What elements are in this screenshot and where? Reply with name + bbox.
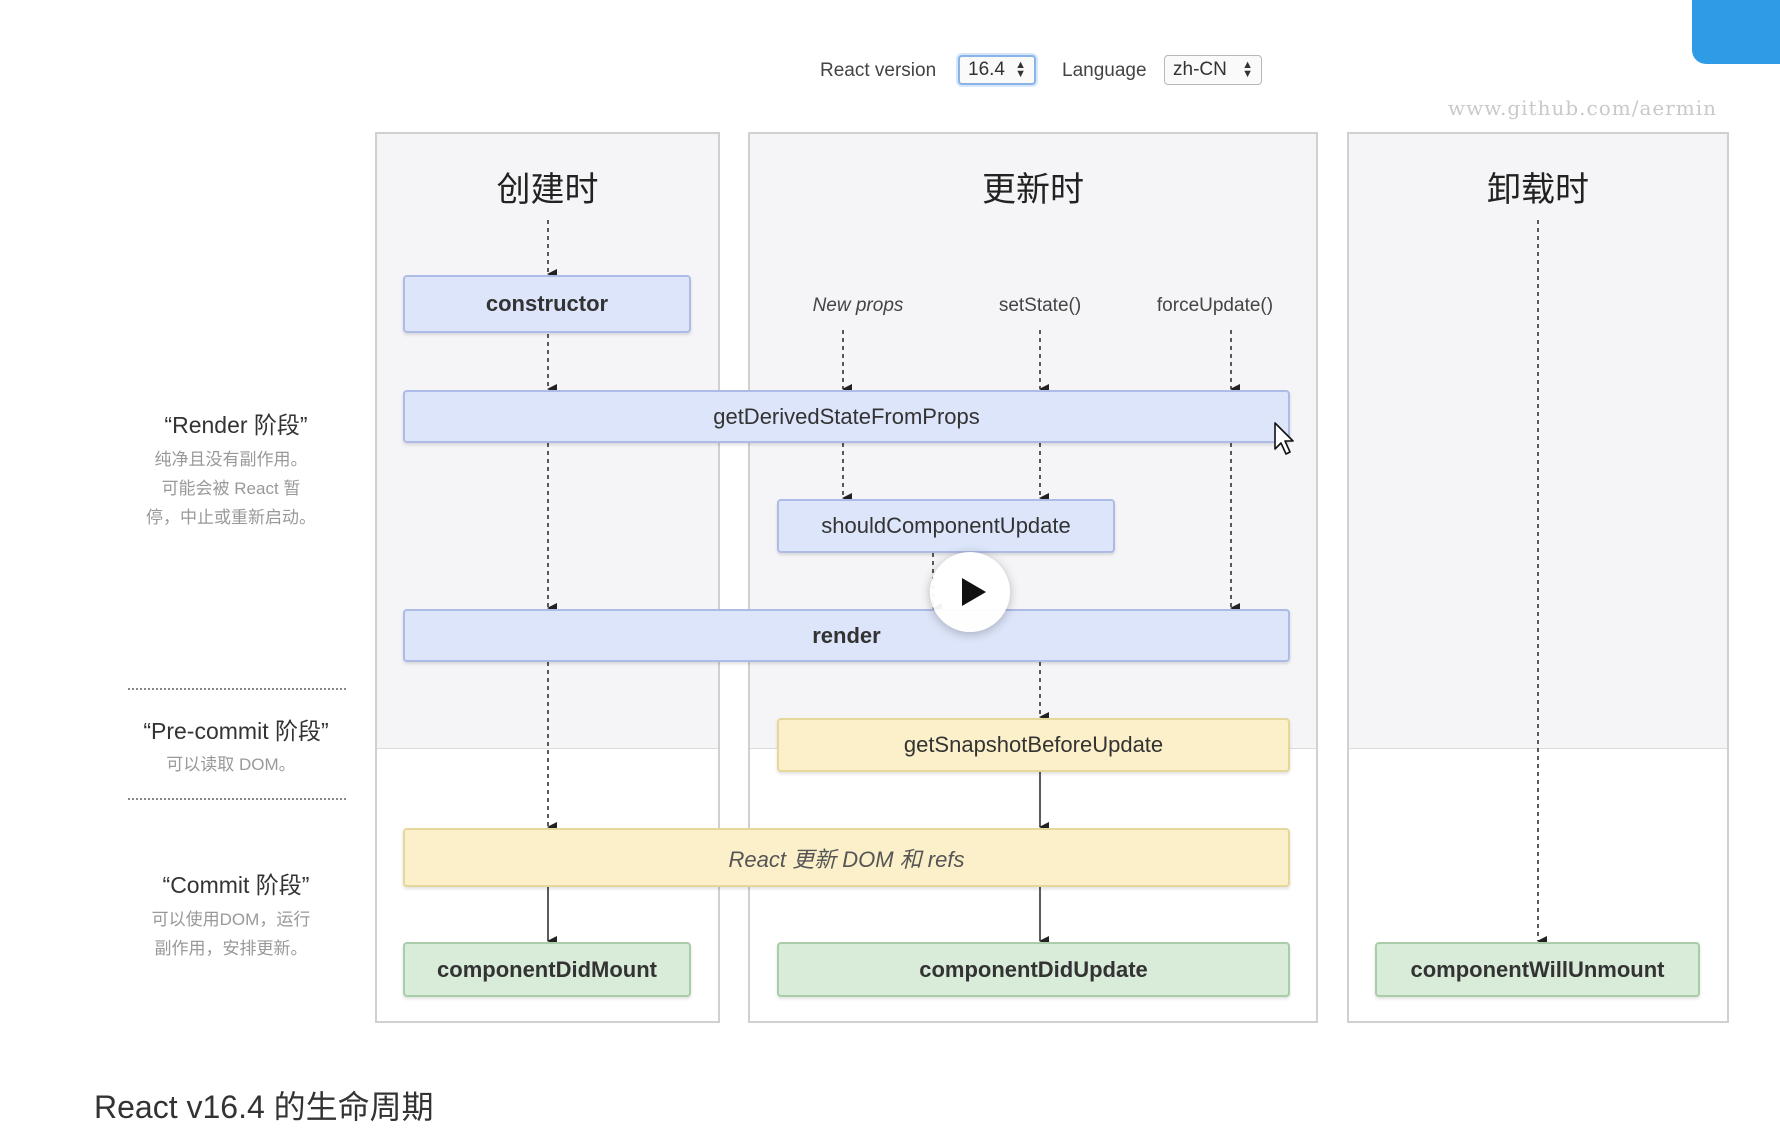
phase-desc-render-1: 纯净且没有副作用。 (154, 450, 308, 469)
react-version-value: 16.4 (968, 59, 1005, 80)
language-select[interactable]: zh-CN ▲▼ (1164, 55, 1262, 85)
phase-desc-render-3: 停，中止或重新启动。 (146, 508, 316, 527)
react-version-select[interactable]: 16.4 ▲▼ (958, 55, 1036, 85)
phase-desc-render-2: 可能会被 React 暂 (161, 479, 301, 498)
play-icon[interactable] (930, 552, 1010, 632)
node-component-did-mount: componentDidMount (403, 942, 691, 997)
node-render: render (403, 609, 1290, 662)
language-value: zh-CN (1173, 59, 1227, 80)
select-arrows-icon: ▲▼ (1242, 59, 1253, 80)
node-get-snapshot-before-update: getSnapshotBeforeUpdate (777, 718, 1290, 772)
phase-title-precommit: “Pre-commit 阶段” (143, 718, 329, 744)
trigger-new-props: New props (812, 295, 904, 316)
phase-desc-commit-2: 副作用，安排更新。 (154, 939, 308, 958)
phase-desc-commit-1: 可以使用DOM，运行 (151, 910, 311, 929)
node-component-will-unmount: componentWillUnmount (1375, 942, 1700, 997)
trigger-set-state: setState() (998, 295, 1082, 316)
trigger-force-update: forceUpdate() (1156, 295, 1274, 316)
node-get-derived-state-from-props: getDerivedStateFromProps (403, 390, 1290, 443)
phase-separator (128, 688, 346, 690)
phase-title-commit: “Commit 阶段” (162, 872, 310, 898)
column-title-updating: 更新时 (982, 171, 1084, 209)
phase-desc-precommit: 可以读取 DOM。 (166, 755, 296, 774)
node-react-update-dom: React 更新 DOM 和 refs (403, 828, 1290, 887)
language-label: Language (1062, 60, 1147, 81)
watermark-text: www.github.com/aermin (1448, 96, 1718, 120)
figure-caption: React v16.4 的生命周期 (94, 1089, 434, 1125)
site-logo (1692, 0, 1780, 64)
column-title-mounting: 创建时 (496, 171, 599, 209)
phase-title-render: “Render 阶段” (164, 412, 308, 438)
column-title-unmounting: 卸载时 (1487, 171, 1589, 209)
node-should-component-update: shouldComponentUpdate (777, 499, 1115, 553)
node-component-did-update: componentDidUpdate (777, 942, 1290, 997)
react-version-label: React version (820, 60, 937, 81)
mouse-cursor-icon (1274, 422, 1294, 455)
node-constructor: constructor (403, 275, 691, 333)
phase-separator (128, 798, 346, 800)
select-arrows-icon: ▲▼ (1015, 59, 1026, 80)
